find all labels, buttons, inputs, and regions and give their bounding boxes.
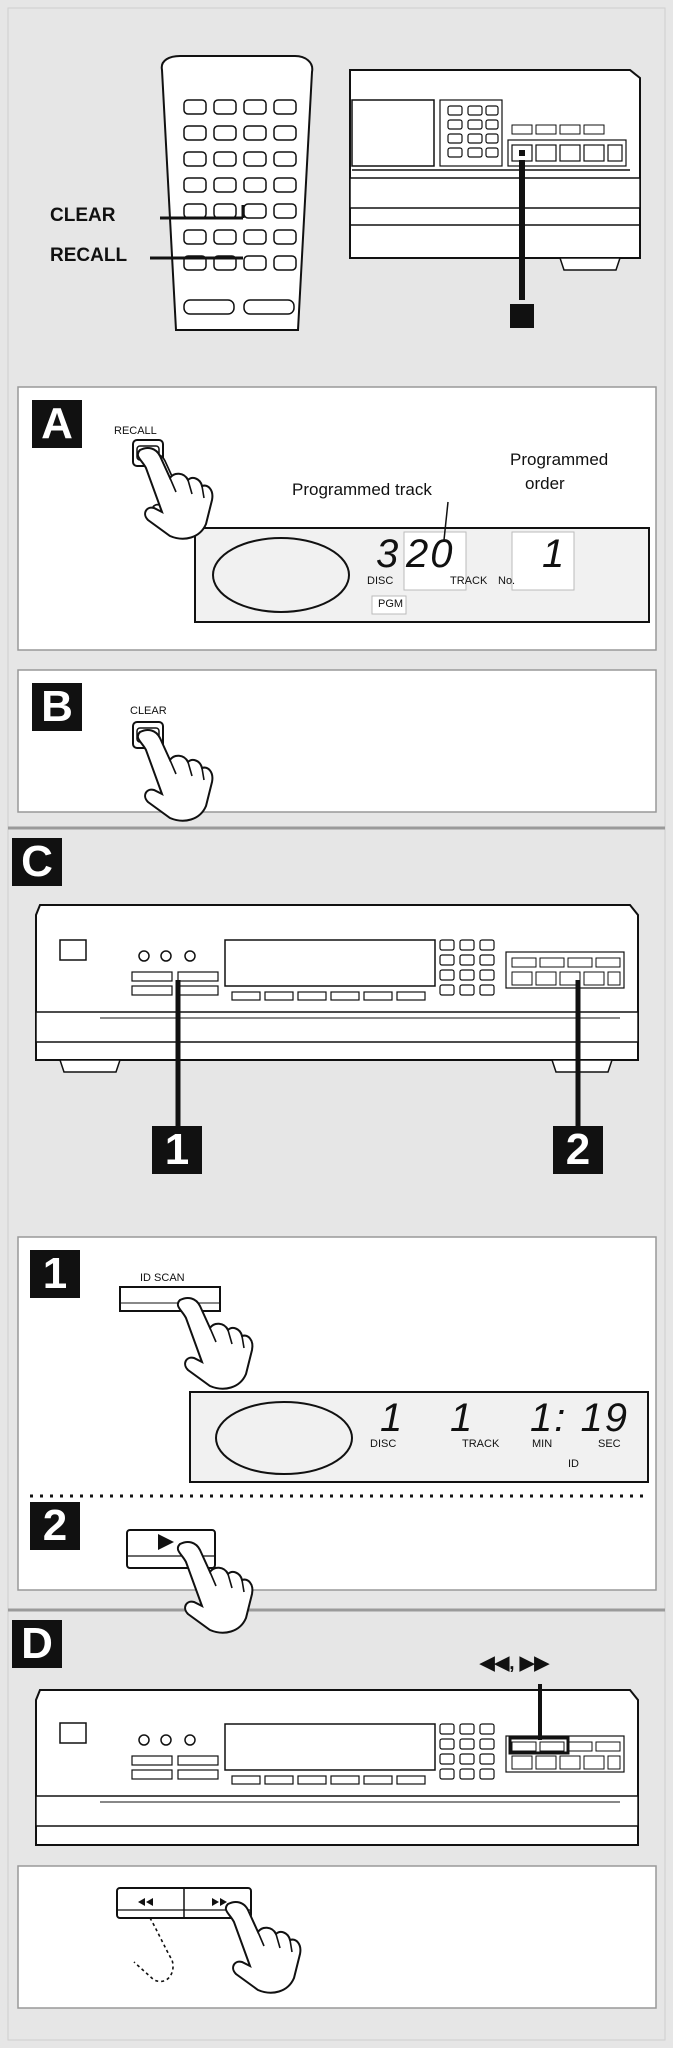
lcd-track-label-c: TRACK <box>462 1438 500 1450</box>
recall-label: RECALL <box>50 245 128 266</box>
panel-c <box>17 1236 657 1591</box>
callout-2-badge: 2 <box>553 1126 603 1174</box>
cd-changer-top-view <box>349 69 641 328</box>
lcd-track-value-c: 1 <box>450 1396 475 1440</box>
lcd-track-value: 20 <box>406 532 455 576</box>
panel-d <box>17 1865 657 2009</box>
lcd-no-label: No. <box>498 575 516 587</box>
recall-button-label: RECALL <box>114 425 157 437</box>
section-d-badge: D <box>12 1620 62 1668</box>
cd-changer-front-c <box>35 904 639 1130</box>
panel-a <box>17 386 657 651</box>
id-scan-button-label: ID SCAN <box>140 1272 185 1284</box>
callout-1-badge: 1 <box>152 1126 202 1174</box>
panel-b <box>17 669 657 813</box>
programmed-track-label: Programmed track <box>292 480 432 499</box>
programmed-order-label-2: order <box>525 474 565 493</box>
clear-button-label: CLEAR <box>130 705 167 717</box>
lcd-disc-value: 3 <box>376 532 401 576</box>
lcd-disc-label-c: DISC <box>370 1438 397 1450</box>
panel-b-badge: B <box>32 683 82 731</box>
step-2-badge: 2 <box>30 1502 80 1550</box>
lcd-disc-value-c: 1 <box>380 1396 405 1440</box>
remote-control <box>150 55 314 331</box>
lcd-sec-label: SEC <box>598 1438 621 1450</box>
lcd-pgm-label: PGM <box>378 598 404 610</box>
lcd-min-label: MIN <box>532 1438 553 1450</box>
lcd-time-value-c: 1: 19 <box>530 1396 629 1440</box>
lcd-disc-label: DISC <box>367 575 394 587</box>
lcd-order-value: 1 <box>542 532 567 576</box>
step-1-badge: 1 <box>30 1250 80 1298</box>
lcd-track-label: TRACK <box>450 575 488 587</box>
programmed-order-label: Programmed <box>510 450 609 469</box>
section-c-badge: C <box>12 838 62 886</box>
lcd-id-label: ID <box>568 1458 579 1470</box>
clear-label: CLEAR <box>50 205 116 226</box>
panel-a-badge: A <box>32 400 82 448</box>
skip-buttons-label: ◀◀, ▶▶ <box>480 1653 550 1674</box>
cd-changer-front-d <box>35 1684 639 1846</box>
